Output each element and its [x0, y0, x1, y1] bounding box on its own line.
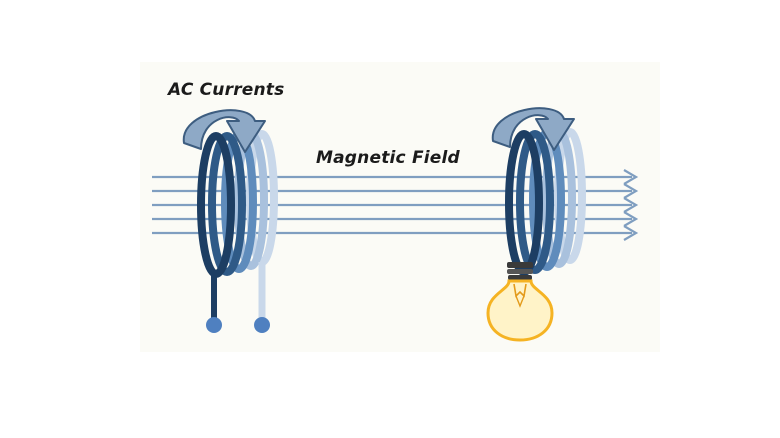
coil-loop — [208, 132, 246, 276]
transmitter-coil — [197, 130, 278, 333]
field-arrowhead — [623, 225, 639, 241]
field-arrowhead — [623, 169, 639, 185]
magnetic-field-label: Magnetic Field — [316, 148, 460, 168]
field-arrowhead — [623, 197, 639, 213]
ac-currents-label: AC Currents — [168, 80, 285, 100]
field-arrowhead — [623, 211, 639, 227]
field-arrowhead — [623, 183, 639, 199]
current-arrow-icon — [491, 107, 575, 151]
receiver-coil — [505, 128, 586, 276]
light-bulb-icon — [486, 262, 554, 342]
current-arrow-icon — [182, 109, 266, 153]
terminal — [254, 317, 270, 333]
terminal — [206, 317, 222, 333]
coil-loop — [516, 130, 554, 274]
